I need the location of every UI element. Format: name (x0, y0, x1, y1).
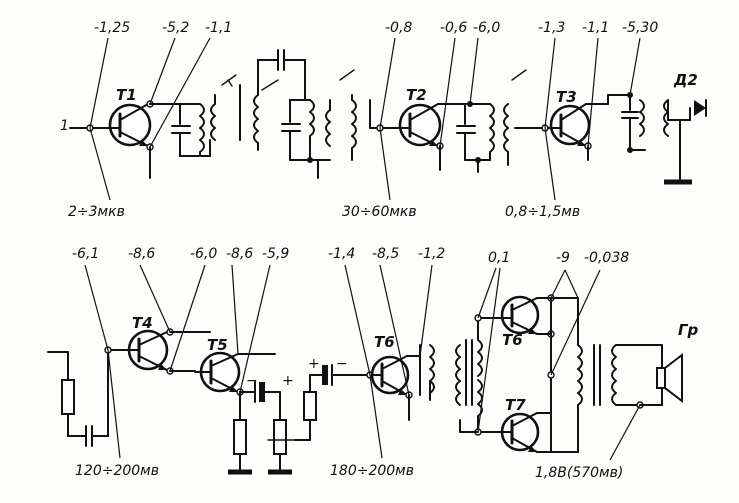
signal-label: 0,8÷1,5мв (505, 204, 580, 220)
transistor-t1: T1 (92, 86, 152, 147)
input-label: 1 (60, 118, 69, 134)
signal-label: 120÷200мв (75, 463, 159, 479)
voltage-label: -6,1 (72, 246, 99, 262)
bottom-signal-callouts: 120÷200мв 180÷200мв 1,8В(570мв) (75, 349, 641, 481)
voltage-label: -1,4 (328, 246, 355, 262)
transistor-t4: T4 (127, 314, 169, 371)
voltage-label: 0,1 (488, 250, 510, 266)
transistor-t3: T3 (547, 88, 591, 147)
voltage-label: -1,2 (418, 246, 445, 262)
top-signal-callouts: 2÷3мкв 30÷60мкв 0,8÷1,5мв (68, 127, 580, 220)
top-voltage-callouts: -1,25 -5,2 -1,1 -0,8 -0,6 -6,0 -1,3 -1,1… (89, 20, 658, 148)
transistor-t2: T2 (382, 86, 442, 147)
voltage-label: -5,9 (262, 246, 289, 262)
voltage-label: -1,1 (205, 20, 232, 36)
t4-label: T4 (132, 314, 153, 332)
voltage-label: -8,5 (372, 246, 399, 262)
voltage-label: -6,0 (190, 246, 217, 262)
signal-label: 30÷60мкв (342, 204, 417, 220)
voltage-label: -0,038 (584, 250, 629, 266)
voltage-label: -1,25 (94, 20, 130, 36)
voltage-label: -9 (556, 250, 570, 266)
voltage-label: -6,0 (473, 20, 500, 36)
voltage-label: -0,8 (385, 20, 412, 36)
t3-label: T3 (556, 88, 577, 106)
t6-output-label: T6 (502, 331, 523, 349)
voltage-label: -1,1 (582, 20, 609, 36)
t7-label: T7 (505, 396, 526, 414)
plus-label: + (308, 356, 320, 372)
transistor-t5: T5 (194, 336, 241, 393)
voltage-label: -8,6 (128, 246, 155, 262)
speaker-icon: Гр (656, 321, 699, 404)
speaker-label: Гр (678, 321, 699, 339)
transistor-t7: T7 (499, 396, 540, 453)
voltage-label: -1,3 (538, 20, 565, 36)
signal-label: 1,8В(570мв) (535, 465, 623, 481)
voltage-label: -0,6 (440, 20, 467, 36)
voltage-label: -5,30 (622, 20, 658, 36)
signal-label: 2÷3мкв (68, 204, 125, 220)
transistor-t6-driver: T6 (370, 333, 410, 396)
bottom-voltage-callouts: -6,1 -8,6 -6,0 -8,6 -5,9 -1,4 -8,5 -1,2 … (72, 246, 629, 433)
d2-label: Д2 (673, 71, 698, 89)
minus-label: − (246, 373, 258, 389)
signal-label: 180÷200мв (330, 463, 414, 479)
t6-driver-label: T6 (374, 333, 395, 351)
t1-label: T1 (116, 86, 137, 104)
minus-label: − (336, 356, 348, 372)
transistor-t6-output: T6 (499, 295, 540, 349)
voltage-label: -5,2 (162, 20, 189, 36)
voltage-label: -8,6 (226, 246, 253, 262)
t5-label: T5 (207, 336, 228, 354)
t2-label: T2 (406, 86, 427, 104)
plus-label: + (282, 373, 294, 389)
